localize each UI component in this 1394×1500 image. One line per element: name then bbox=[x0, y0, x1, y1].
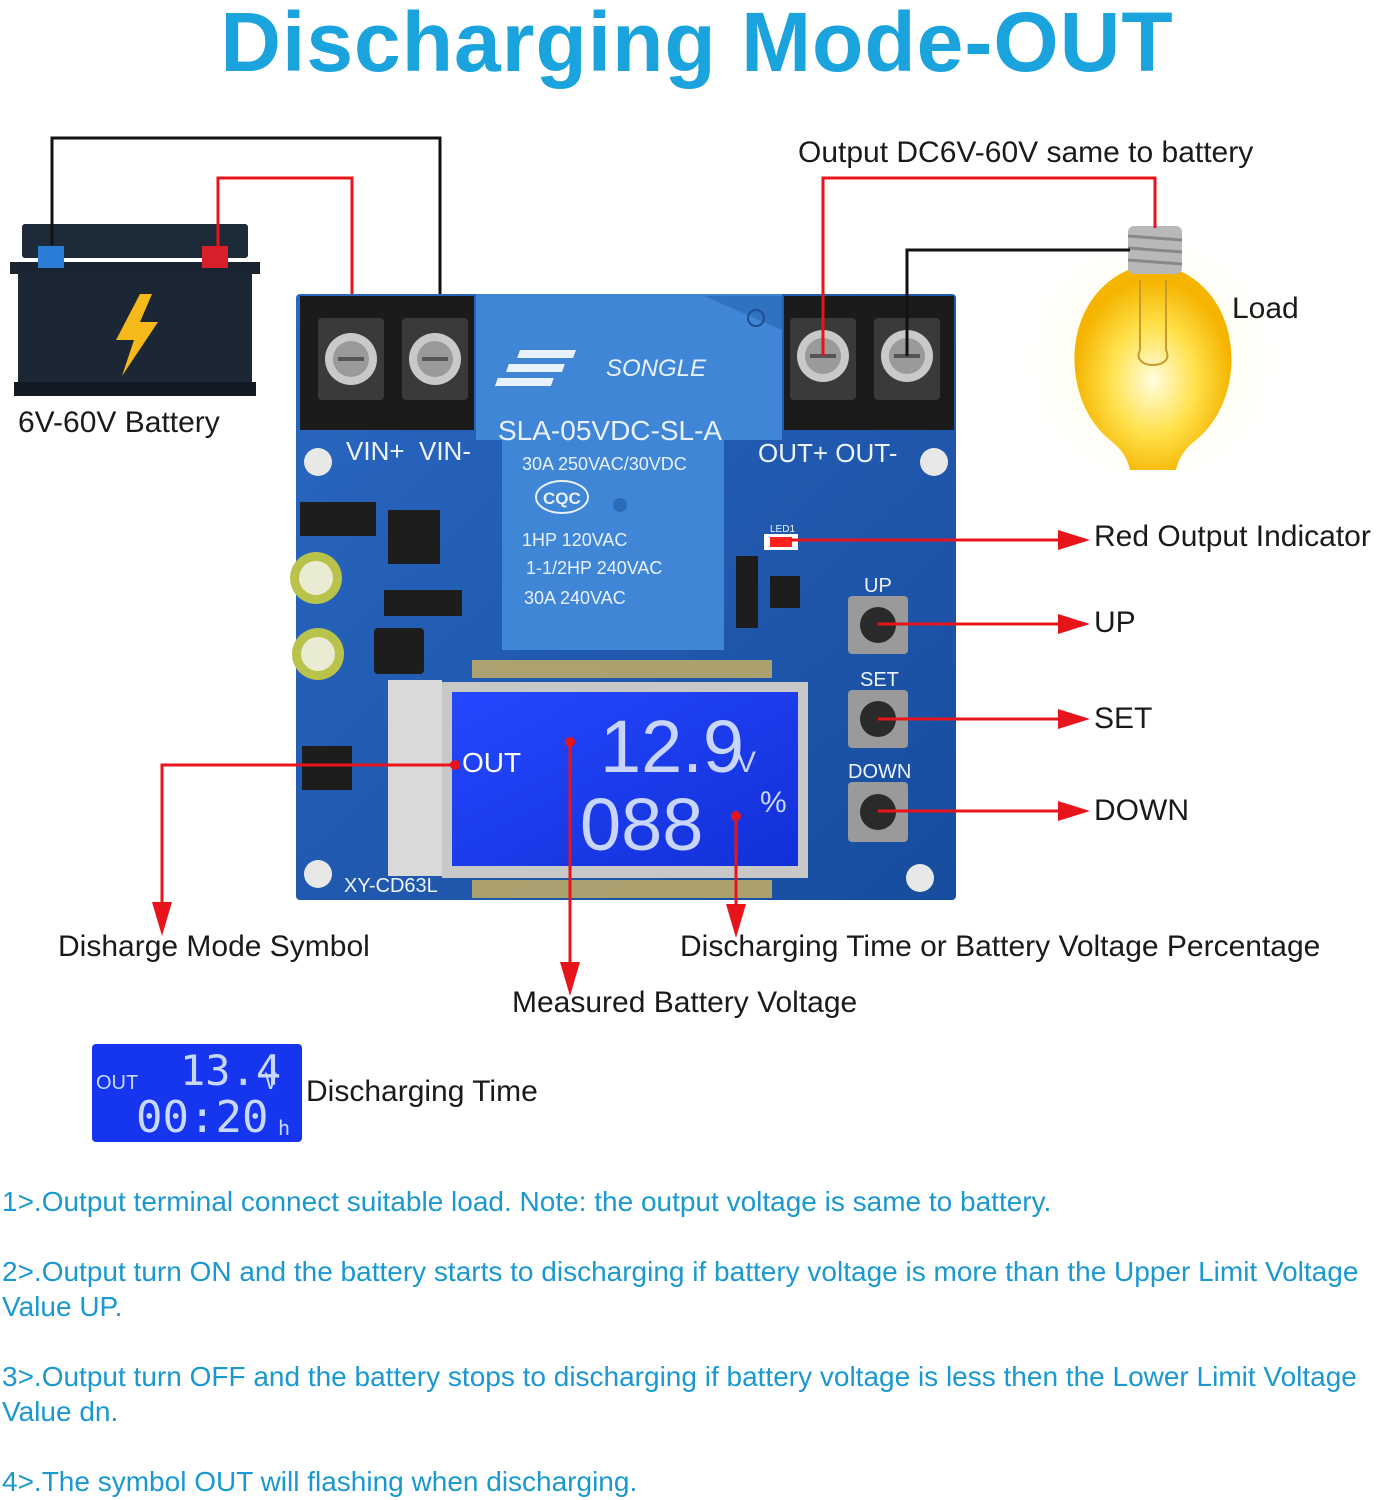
red-output-led bbox=[770, 537, 792, 547]
relay-model: SLA-05VDC-SL-A bbox=[498, 415, 722, 446]
mount-hole bbox=[304, 860, 332, 888]
relay-spec-4: 30A 240VAC bbox=[524, 588, 626, 608]
lcd-example-time: 00:20 bbox=[136, 1092, 269, 1143]
time-percentage-label: Discharging Time or Battery Voltage Perc… bbox=[680, 930, 1321, 963]
wire-battery-positive bbox=[216, 176, 354, 355]
lcd-example-time-unit: h bbox=[278, 1116, 291, 1140]
mount-hole bbox=[920, 448, 948, 476]
relay-spec-3: 1-1/2HP 240VAC bbox=[526, 558, 662, 578]
lcd-percent: 088 bbox=[580, 783, 703, 866]
lcd-percent-unit: % bbox=[760, 786, 787, 819]
relay bbox=[476, 294, 782, 650]
note-3: 3>.Output turn OFF and the battery stops… bbox=[2, 1361, 1357, 1427]
lcd-example: OUT 13.4 V 00:20 h bbox=[92, 1044, 302, 1143]
lcd-voltage-unit: V bbox=[736, 746, 756, 779]
button-up-silk: UP bbox=[864, 575, 892, 597]
button-down-silk: DOWN bbox=[848, 761, 911, 783]
wire-output-positive bbox=[821, 176, 1157, 356]
measured-voltage-label: Measured Battery Voltage bbox=[512, 986, 858, 1019]
relay-brand: SONGLE bbox=[606, 355, 707, 382]
output-terminal-label: OUT+ OUT- bbox=[758, 438, 897, 468]
relay-spec-2: 1HP 120VAC bbox=[522, 530, 627, 550]
components-left bbox=[290, 502, 800, 790]
load-label: Load bbox=[1232, 292, 1299, 325]
board-model: XY-CD63L bbox=[344, 875, 438, 897]
lcd-voltage: 12.9 bbox=[600, 705, 744, 788]
annotation-lines bbox=[160, 538, 1070, 970]
header-pins bbox=[472, 660, 772, 898]
discharging-time-label: Discharging Time bbox=[306, 1075, 538, 1108]
lcd-example-voltage-unit: V bbox=[264, 1070, 278, 1095]
page-title: Discharging Mode-OUT bbox=[220, 0, 1174, 89]
note-4: 4>.The symbol OUT will flashing when dis… bbox=[2, 1466, 638, 1497]
battery-icon bbox=[10, 224, 260, 396]
cqc-logo bbox=[535, 480, 589, 514]
note-1: 1>.Output terminal connect suitable load… bbox=[2, 1186, 1052, 1217]
wiring-diagram: SONGLE SLA-05VDC-SL-A 30A 250VAC/30VDC C… bbox=[10, 136, 1292, 996]
mount-hole bbox=[304, 448, 332, 476]
up-label: UP bbox=[1094, 606, 1136, 639]
note-2: 2>.Output turn ON and the battery starts… bbox=[2, 1256, 1359, 1322]
wire-battery-negative bbox=[50, 136, 442, 355]
battery-label: 6V-60V Battery bbox=[18, 406, 220, 439]
lcd-screen bbox=[452, 692, 798, 866]
input-terminal-block bbox=[300, 296, 474, 430]
red-indicator-label: Red Output Indicator bbox=[1094, 520, 1371, 553]
set-label: SET bbox=[1094, 702, 1153, 735]
button-set-silk: SET bbox=[860, 669, 899, 691]
down-label: DOWN bbox=[1094, 794, 1189, 827]
output-label: Output DC6V-60V same to battery bbox=[798, 136, 1254, 169]
input-terminal-label: VIN+ VIN- bbox=[346, 436, 471, 466]
bulb-icon bbox=[1012, 220, 1292, 500]
lcd-bezel bbox=[388, 680, 442, 876]
output-terminal-block bbox=[784, 296, 954, 430]
led-label: LED1 bbox=[770, 524, 795, 535]
discharge-symbol-label: Disharge Mode Symbol bbox=[58, 930, 370, 963]
lcd-mode: OUT bbox=[462, 747, 521, 778]
mount-hole bbox=[906, 864, 934, 892]
relay-cert: CQC bbox=[543, 489, 581, 508]
lcd-example-voltage: 13.4 bbox=[180, 1046, 282, 1095]
relay-spec-1: 30A 250VAC/30VDC bbox=[522, 454, 687, 474]
wire-output-negative bbox=[905, 248, 1130, 356]
lcd-example-mode: OUT bbox=[96, 1072, 139, 1094]
annotation-arrowheads bbox=[152, 530, 1090, 996]
